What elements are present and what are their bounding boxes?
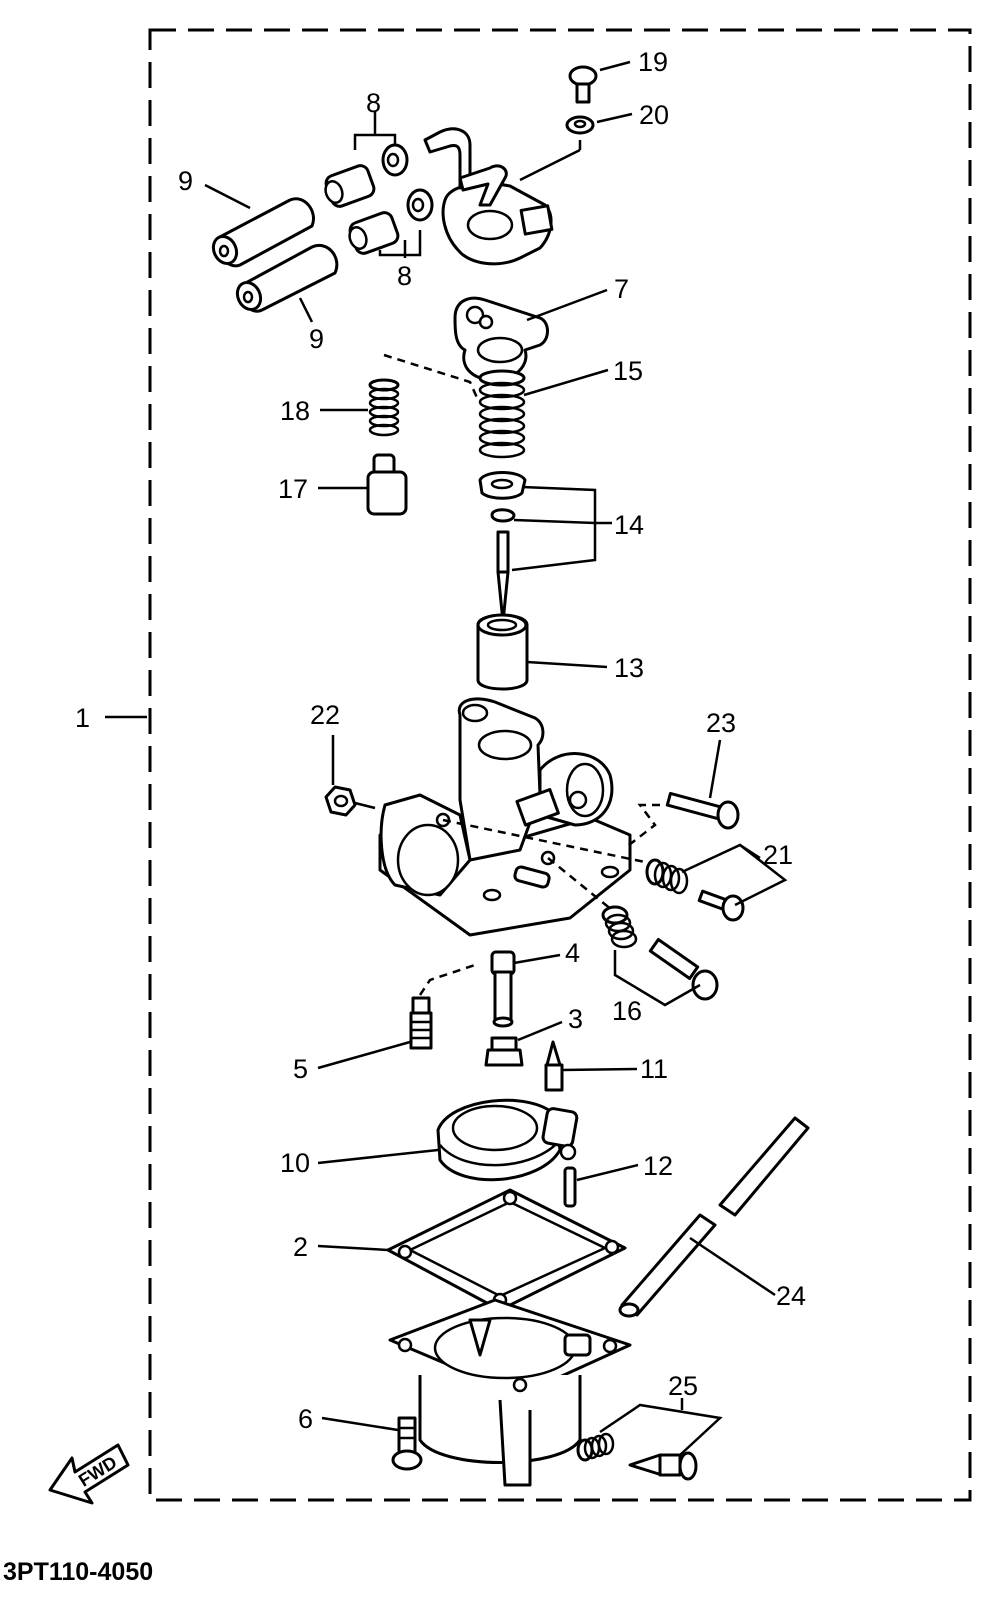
part-17-plunger: [318, 453, 408, 516]
label-9-upper: 9: [178, 166, 193, 196]
part-22-nut: [324, 735, 376, 817]
label-10: 10: [280, 1148, 310, 1178]
part-3-main-jet: [484, 1020, 563, 1067]
label-15: 15: [613, 356, 643, 386]
part-9-boot-lower: [235, 243, 339, 323]
part-25-drain-screw-set: [576, 1398, 723, 1481]
label-20: 20: [639, 100, 669, 130]
label-5: 5: [293, 1054, 308, 1084]
assembly-boundary: [148, 28, 972, 1502]
part-21-pilot-screw-set: [442, 818, 788, 922]
label-1: 1: [75, 703, 90, 733]
carburetor-body: [378, 697, 632, 937]
label-25: 25: [668, 1371, 698, 1401]
label-18: 18: [280, 396, 310, 426]
label-14: 14: [614, 510, 644, 540]
part-24-tube: [618, 1116, 810, 1318]
part-11-float-valve: [544, 1040, 638, 1092]
part-23-bolt: [624, 739, 740, 849]
label-8-lower: 8: [397, 261, 412, 291]
part-13-throttle-valve: [476, 613, 608, 691]
part-9-boot-upper: [204, 183, 315, 268]
part-20-washer: [565, 112, 633, 135]
part-19-screw: [568, 60, 631, 104]
label-17: 17: [278, 474, 308, 504]
part-2-gasket: [317, 1188, 627, 1312]
part-6-screw: [321, 1416, 423, 1471]
part-18-spring: [320, 353, 480, 437]
label-2: 2: [293, 1232, 308, 1262]
label-4: 4: [565, 938, 580, 968]
label-16: 16: [612, 996, 642, 1026]
part-cap-assembly: [423, 127, 582, 266]
part-14-needle-clip-set: [478, 471, 612, 624]
label-24: 24: [776, 1281, 806, 1311]
label-6: 6: [298, 1404, 313, 1434]
part-5-pilot-jet: [317, 963, 476, 1070]
label-23: 23: [706, 708, 736, 738]
label-11: 11: [640, 1054, 668, 1084]
part-15-spring: [478, 368, 609, 459]
part-12-pin: [563, 1163, 639, 1208]
diagram-code: 3PT110-4050: [3, 1558, 153, 1586]
label-9-lower: 9: [309, 324, 324, 354]
label-12: 12: [643, 1151, 673, 1181]
part-16-throttle-stop-screw-set: [547, 857, 719, 1007]
label-13: 13: [614, 653, 644, 683]
part-8-lower: [348, 188, 434, 258]
label-7: 7: [614, 274, 629, 304]
label-8-upper: 8: [366, 88, 381, 118]
label-19: 19: [638, 47, 668, 77]
part-7-gasket-plate: [453, 288, 608, 382]
label-21: 21: [763, 840, 793, 870]
label-3: 3: [568, 1004, 583, 1034]
part-10-float: [317, 1098, 579, 1182]
label-22: 22: [310, 700, 340, 730]
part-8-upper: [324, 112, 409, 208]
float-chamber: [388, 1298, 632, 1487]
fwd-arrow-icon: FWD: [48, 1443, 130, 1505]
part-4-main-nozzle: [490, 950, 561, 1028]
